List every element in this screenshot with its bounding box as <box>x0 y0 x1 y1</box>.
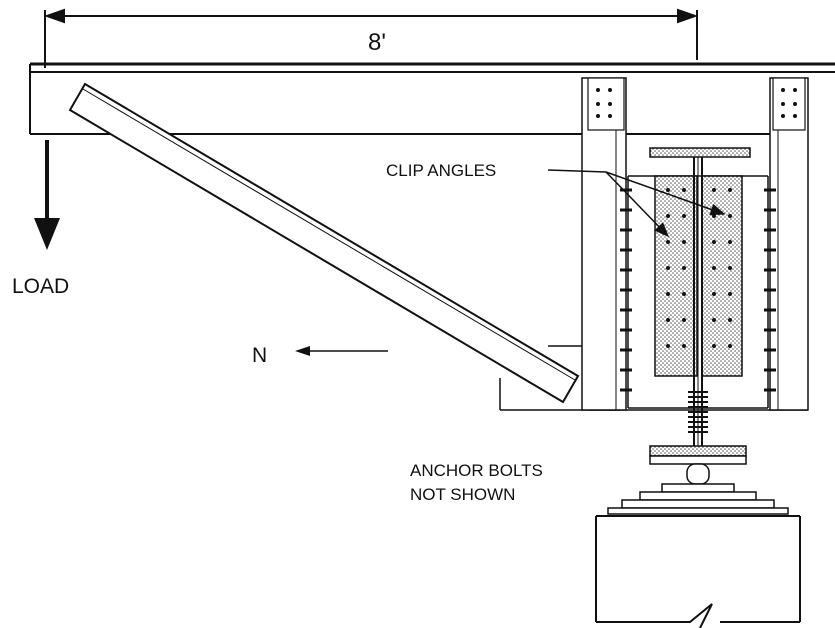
pier <box>595 515 801 628</box>
bolt-hole <box>712 266 716 270</box>
bolt-hole <box>728 266 732 270</box>
bolt-hole <box>596 88 600 92</box>
clip-angles-leaders <box>547 169 726 238</box>
bolt-hole <box>728 240 732 244</box>
weld-ticks <box>620 188 776 392</box>
bolt-hole <box>666 188 670 192</box>
bolt-hole <box>712 292 716 296</box>
bolt-hole <box>728 214 732 218</box>
bolt-hole <box>666 240 670 244</box>
bolt-hole <box>712 344 716 348</box>
bolt-hole <box>596 114 600 118</box>
bolt-hole <box>781 102 785 106</box>
clip-angle-left <box>654 175 698 377</box>
bolt-hole <box>793 88 797 92</box>
right-stiffener <box>769 77 809 411</box>
bolt-hole <box>666 266 670 270</box>
bolt-hole <box>712 318 716 322</box>
bolt-hole <box>682 266 686 270</box>
bolt-hole <box>608 88 612 92</box>
north-arrow <box>295 346 388 356</box>
bolt-hole <box>682 214 686 218</box>
bolt-hole <box>728 188 732 192</box>
bolt-hole <box>682 292 686 296</box>
bolt-hole <box>608 114 612 118</box>
bolt-hole <box>682 240 686 244</box>
diagonal-brace <box>68 82 580 404</box>
bolt-hole <box>793 114 797 118</box>
bolt-hole <box>682 318 686 322</box>
bolt-hole <box>712 188 716 192</box>
web-ticks <box>688 391 708 433</box>
bolt-hole <box>666 214 670 218</box>
bolt-hole <box>781 88 785 92</box>
load-arrow <box>34 140 60 250</box>
bolt-hole <box>596 102 600 106</box>
bolt-hole <box>608 102 612 106</box>
clip-angle-right <box>701 175 743 377</box>
bolt-hole <box>712 240 716 244</box>
load-label: LOAD <box>12 275 69 298</box>
dimension-8ft <box>43 8 699 68</box>
lower-bearing <box>607 445 789 515</box>
bolt-hole <box>666 344 670 348</box>
anchor-bolts-line2: NOT SHOWN <box>410 485 515 504</box>
left-stiffener <box>581 77 627 411</box>
bolt-hole <box>781 114 785 118</box>
bolt-hole <box>728 344 732 348</box>
bolt-hole <box>728 318 732 322</box>
bolt-hole <box>666 292 670 296</box>
bolt-hole <box>666 318 670 322</box>
bolt-hole <box>793 102 797 106</box>
clip-angles-label: CLIP ANGLES <box>386 161 496 180</box>
bolt-hole <box>728 292 732 296</box>
dimension-label: 8' <box>368 29 386 56</box>
bolt-hole <box>712 214 716 218</box>
bolt-hole <box>682 344 686 348</box>
north-label: N <box>252 344 267 367</box>
anchor-bolts-line1: ANCHOR BOLTS <box>410 461 543 480</box>
top-bearing-plate <box>649 147 751 158</box>
bolt-hole <box>682 188 686 192</box>
